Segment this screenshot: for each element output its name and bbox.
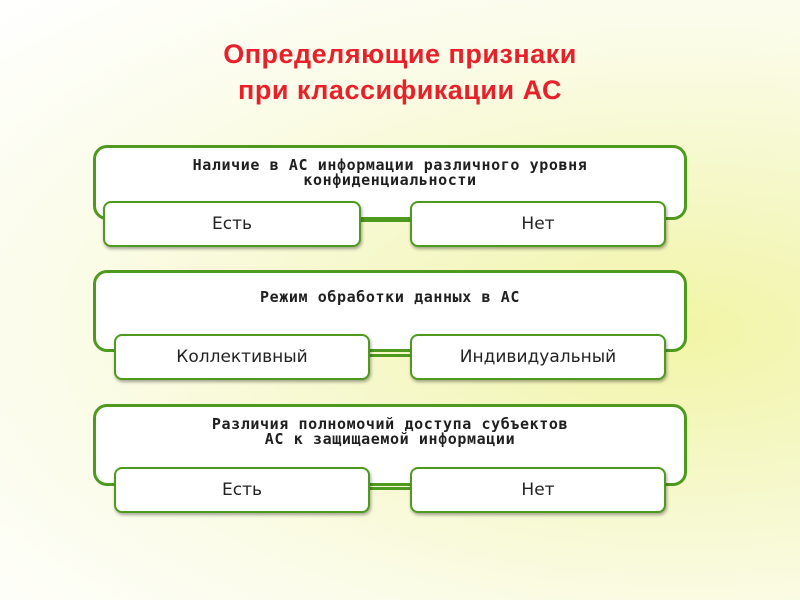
option-3-yes: Есть: [114, 467, 370, 513]
title-line-1: Определяющие признаки: [223, 39, 577, 69]
option-2-individual: Индивидуальный: [410, 334, 666, 380]
option-2-collective: Коллективный: [114, 334, 370, 380]
option-1-yes: Есть: [103, 201, 361, 247]
criterion-1-label-line-2: конфиденциальности: [303, 171, 477, 189]
connector-3: [370, 487, 412, 490]
connector-1: [360, 219, 412, 222]
criterion-3-label-line-1: Различия полномочий доступа субъектов: [211, 415, 569, 433]
criterion-1-label-line-1: Наличие в АС информации различного уровн…: [192, 156, 588, 174]
criterion-3-label-line-2: АС к защищаемой информации: [264, 430, 516, 448]
connector-2: [370, 354, 412, 357]
title-line-2: при классификации АС: [238, 75, 562, 105]
option-3-no: Нет: [410, 467, 666, 513]
slide-title: Определяющие признаки при классификации …: [0, 36, 800, 108]
criterion-3-label: Различия полномочий доступа субъектов АС…: [96, 417, 684, 447]
criterion-2-label: Режим обработки данных в АС: [96, 290, 684, 305]
criterion-2-label-line-1: Режим обработки данных в АС: [259, 288, 521, 306]
criterion-1-label: Наличие в АС информации различного уровн…: [96, 158, 684, 188]
option-1-no: Нет: [410, 201, 666, 247]
